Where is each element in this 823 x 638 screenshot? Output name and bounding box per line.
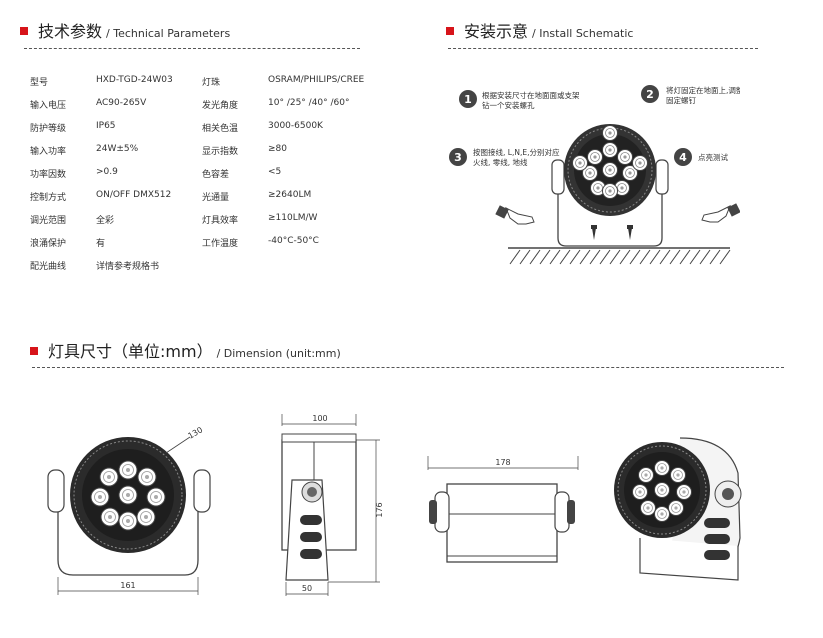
right-hand-icon — [701, 203, 740, 223]
section-marker — [20, 27, 28, 35]
tech-title-cn: 技术参数 — [38, 22, 103, 41]
tech-title-en: / Technical Parameters — [106, 27, 231, 40]
step-1-text: 根据安装尺寸在地面面或支架 — [482, 90, 580, 100]
dim-front-width: 161 — [120, 581, 135, 590]
install-divider — [448, 48, 758, 49]
dim-top-width: 178 — [495, 458, 510, 467]
spec-value: <5 — [268, 167, 282, 177]
step-3-num: 3 — [454, 151, 462, 164]
spec-label: 色容差 — [202, 170, 230, 180]
step-4-text: 点亮测试 — [698, 152, 728, 162]
dimension-title-cn: 灯具尺寸（单位:mm） — [48, 342, 213, 361]
spec-label: 灯具效率 — [202, 216, 239, 226]
spec-value: AC90-265V — [96, 98, 147, 108]
step-1-marker: 1 — [459, 90, 477, 108]
spec-label: 功率因数 — [30, 170, 67, 180]
dim-side-depth: 100 — [312, 414, 327, 423]
step-3-marker: 3 — [449, 148, 467, 166]
step-3-text: 火线, 零线, 地线 — [473, 157, 528, 167]
install-diagram: 1 根据安装尺寸在地面面或支架 钻一个安装螺孔 2 将灯固定在地面上,调整角度 … — [449, 85, 740, 265]
install-title-cn: 安装示意 — [464, 22, 529, 41]
spec-label: 灯珠 — [202, 78, 221, 88]
left-hand-icon — [495, 205, 535, 225]
spec-label: 型号 — [30, 78, 49, 88]
spec-value: 24W±5% — [96, 144, 139, 154]
spec-value: HXD-TGD-24W03 — [96, 75, 173, 85]
step-2-num: 2 — [646, 88, 654, 101]
section-marker — [446, 27, 454, 35]
section-marker — [30, 347, 38, 355]
spec-label: 浪涌保护 — [30, 239, 67, 249]
spec-label: 配光曲线 — [30, 262, 67, 272]
install-lamp-illustration — [551, 124, 669, 247]
spec-value: -40°C-50°C — [268, 236, 319, 246]
dimension-divider — [32, 367, 784, 368]
tech-section-header: 技术参数 / Technical Parameters — [20, 18, 230, 42]
spec-label: 调光范围 — [30, 216, 67, 226]
spec-value: ON/OFF DMX512 — [96, 190, 172, 200]
dimension-title-en: / Dimension (unit:mm) — [216, 347, 341, 360]
dim-side-height: 176 — [375, 502, 384, 517]
front-view-drawing: 130 161 — [47, 425, 211, 595]
spec-label: 显示指数 — [202, 147, 239, 157]
spec-label: 光通量 — [202, 193, 230, 203]
step-2-marker: 2 — [641, 85, 659, 103]
step-4-marker: 4 — [674, 148, 692, 166]
step-3-text: 按图接线, L,N,E,分别对应 — [473, 147, 560, 157]
install-title-en: / Install Schematic — [532, 27, 634, 40]
spec-value: >0.9 — [96, 167, 118, 177]
step-4-num: 4 — [679, 151, 687, 164]
dimension-section-header: 灯具尺寸（单位:mm） / Dimension (unit:mm) — [30, 338, 341, 362]
dim-front-diameter: 130 — [187, 425, 205, 440]
install-section-header: 安装示意 / Install Schematic — [446, 18, 633, 42]
spec-value: 全彩 — [96, 216, 115, 226]
spec-value: 有 — [96, 239, 106, 249]
ground-hatch — [508, 247, 731, 265]
step-2-text: 固定螺钉 — [666, 95, 696, 105]
step-2-text: 将灯固定在地面上,调整角度 — [666, 85, 740, 95]
top-view-drawing: 178 — [427, 456, 579, 563]
spec-value: IP65 — [96, 121, 116, 131]
spec-value: ≥110LM/W — [268, 213, 318, 223]
spec-label: 工作温度 — [202, 239, 239, 249]
spec-label: 发光角度 — [202, 101, 239, 111]
spec-value: ≥2640LM — [268, 190, 312, 200]
tech-divider — [24, 48, 360, 49]
spec-label: 相关色温 — [202, 124, 239, 134]
spec-label: 输入电压 — [30, 101, 67, 111]
spec-label: 控制方式 — [30, 193, 67, 203]
spec-label: 输入功率 — [30, 147, 67, 157]
spec-value: OSRAM/PHILIPS/CREE — [268, 75, 365, 85]
spec-value: 3000-6500K — [268, 121, 323, 131]
step-1-num: 1 — [464, 93, 472, 106]
perspective-view-drawing — [614, 437, 742, 581]
spec-label: 防护等级 — [30, 124, 67, 134]
side-view-drawing: 100 176 50 — [281, 414, 384, 596]
spec-value: ≥80 — [268, 144, 287, 154]
step-1-text: 钻一个安装螺孔 — [482, 100, 535, 110]
spec-value: 10° /25° /40° /60° — [268, 98, 350, 108]
dim-side-base: 50 — [302, 584, 312, 593]
spec-value: 详情参考规格书 — [96, 262, 160, 272]
